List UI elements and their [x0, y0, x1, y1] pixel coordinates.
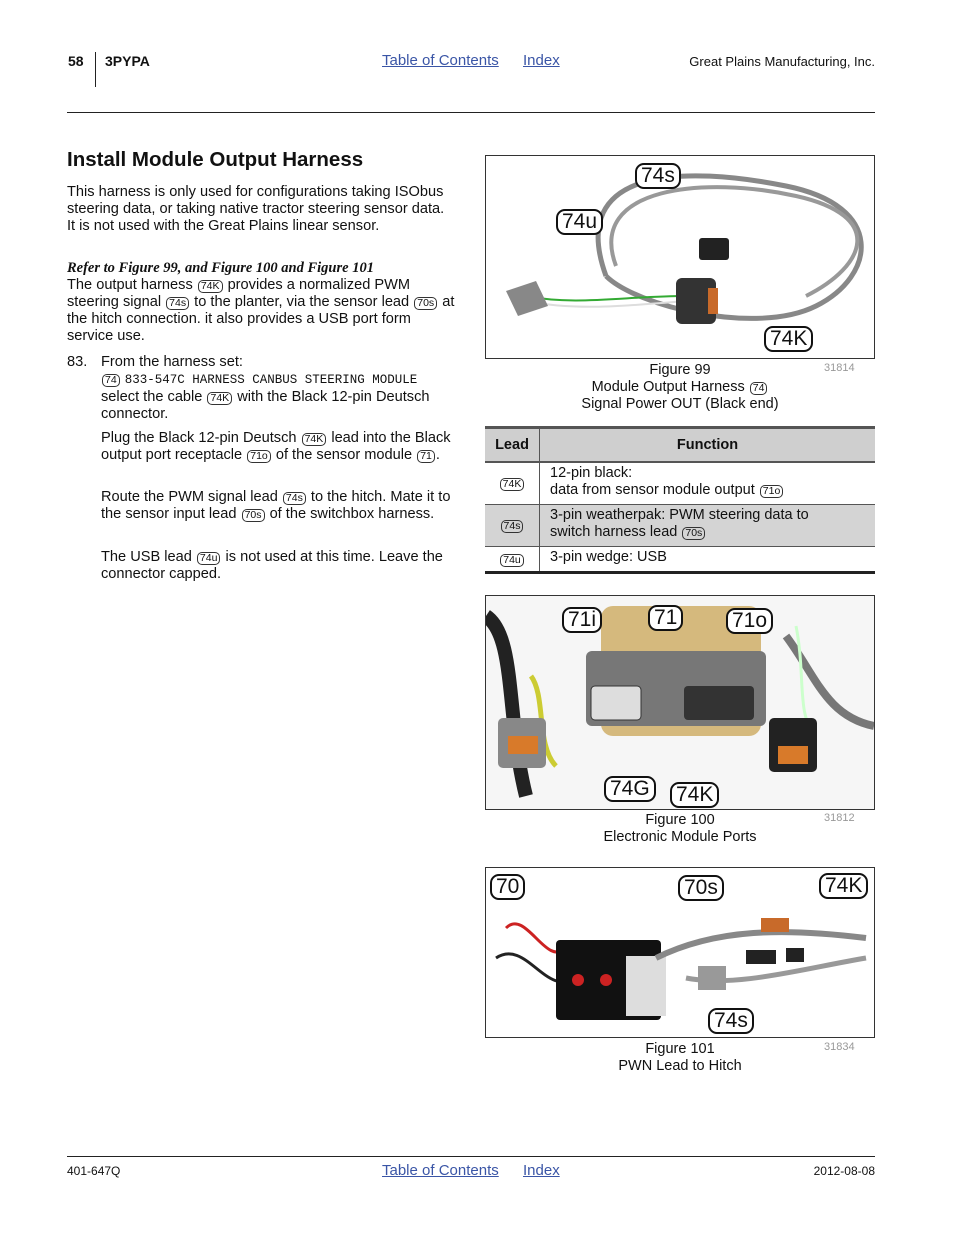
step-intro: From the harness set: 74 833-547C HARNES… — [101, 354, 430, 422]
figure-99-photo: 74s 74u 74K — [485, 155, 875, 359]
doc-id: 3PYPA — [105, 53, 150, 69]
callout-71o: 71o — [247, 450, 271, 463]
footer-index-link[interactable]: Index — [523, 1162, 560, 1179]
switchbox-photo — [495, 918, 867, 1020]
callout-71: 71 — [417, 450, 435, 463]
callout-74G: 74G — [604, 776, 656, 802]
figure-reference: Refer to Figure 99, and Figure 100 and F… — [67, 260, 374, 276]
harness-description: The output harness 74K provides a normal… — [67, 277, 455, 344]
footer-date: 2012-08-08 — [813, 1164, 875, 1178]
ref-callout: 71o — [759, 485, 784, 498]
callout-74s: 74s — [282, 492, 306, 505]
callout-70s: 70s — [678, 875, 724, 901]
callout-74: 74 — [749, 382, 768, 395]
header-divider — [95, 52, 96, 87]
callout-74K: 74K — [670, 782, 720, 808]
header-toc-link[interactable]: Table of Contents — [382, 52, 499, 69]
callout-71o: 71o — [726, 608, 774, 634]
callout-74K: 74K — [819, 873, 869, 899]
header-index-link[interactable]: Index — [523, 52, 560, 69]
intro-paragraph: This harness is only used for configurat… — [67, 184, 445, 234]
figure-100-caption: Figure 100 Electronic Module Ports — [603, 812, 757, 845]
callout-70s: 70s — [241, 509, 265, 522]
callout-74s: 74s — [635, 163, 681, 189]
table-row: 74s 3-pin weatherpak: PWM steering data … — [485, 504, 875, 547]
callout-70s: 70s — [414, 297, 438, 310]
callout-74K: 74K — [207, 392, 233, 405]
header-rule — [67, 112, 875, 113]
callout-71: 71 — [648, 605, 684, 631]
ref-callout: 70s — [682, 527, 706, 540]
step-number: 83. — [67, 354, 88, 370]
callout-74K: 74K — [301, 433, 327, 446]
figure-100-photo: 71i 71 71o 74G 74K — [485, 595, 875, 810]
footer-doc-number: 401-647Q — [67, 1164, 121, 1178]
page-number: 58 — [68, 53, 84, 69]
harness-photo — [506, 173, 864, 324]
figure-101-photo: 70 70s 74K 74s — [485, 867, 875, 1038]
section-title: Install Module Output Harness — [67, 148, 364, 171]
footer-rule — [67, 1156, 875, 1157]
callout-74K: 74K — [764, 326, 814, 352]
table-row: 74u 3-pin wedge: USB — [485, 546, 875, 574]
lead-function-table: Lead Function 74K 12-pin black:data from… — [485, 426, 875, 574]
figure-99-caption: Figure 99 Module Output Harness 74 Signa… — [581, 362, 779, 412]
figure-101-id: 31834 — [824, 1041, 855, 1053]
table-header-lead: Lead — [485, 426, 540, 463]
footer-toc-link[interactable]: Table of Contents — [382, 1162, 499, 1179]
callout-74K: 74K — [197, 280, 223, 293]
module-photo — [486, 596, 874, 809]
lead-callout: 74u — [500, 553, 524, 567]
lead-callout: 74K — [499, 478, 525, 491]
callout-71i: 71i — [562, 607, 603, 633]
figure-100-id: 31812 — [824, 812, 855, 824]
callout-70: 70 — [490, 874, 526, 900]
callout-74u: 74u — [556, 209, 604, 235]
callout-74: 74 — [102, 374, 120, 387]
step-plug: Plug the Black 12-pin Deutsch 74K lead i… — [101, 430, 451, 463]
figure-99-id: 31814 — [824, 362, 855, 374]
figure-101-caption: Figure 101 PWN Lead to Hitch — [618, 1041, 742, 1074]
callout-74s: 74s — [166, 297, 190, 310]
part-number: 833-547C HARNESS CANBUS STEERING MODULE — [124, 373, 418, 387]
table-header-function: Function — [539, 426, 875, 463]
step-usb: The USB lead 74u is not used at this tim… — [101, 549, 443, 582]
step-route: Route the PWM signal lead 74s to the hit… — [101, 489, 451, 522]
table-row: 74K 12-pin black:data from sensor module… — [485, 461, 875, 505]
lead-callout: 74s — [500, 520, 524, 533]
company-name: Great Plains Manufacturing, Inc. — [689, 54, 875, 69]
callout-74s: 74s — [708, 1008, 754, 1034]
callout-74u: 74u — [196, 552, 221, 565]
